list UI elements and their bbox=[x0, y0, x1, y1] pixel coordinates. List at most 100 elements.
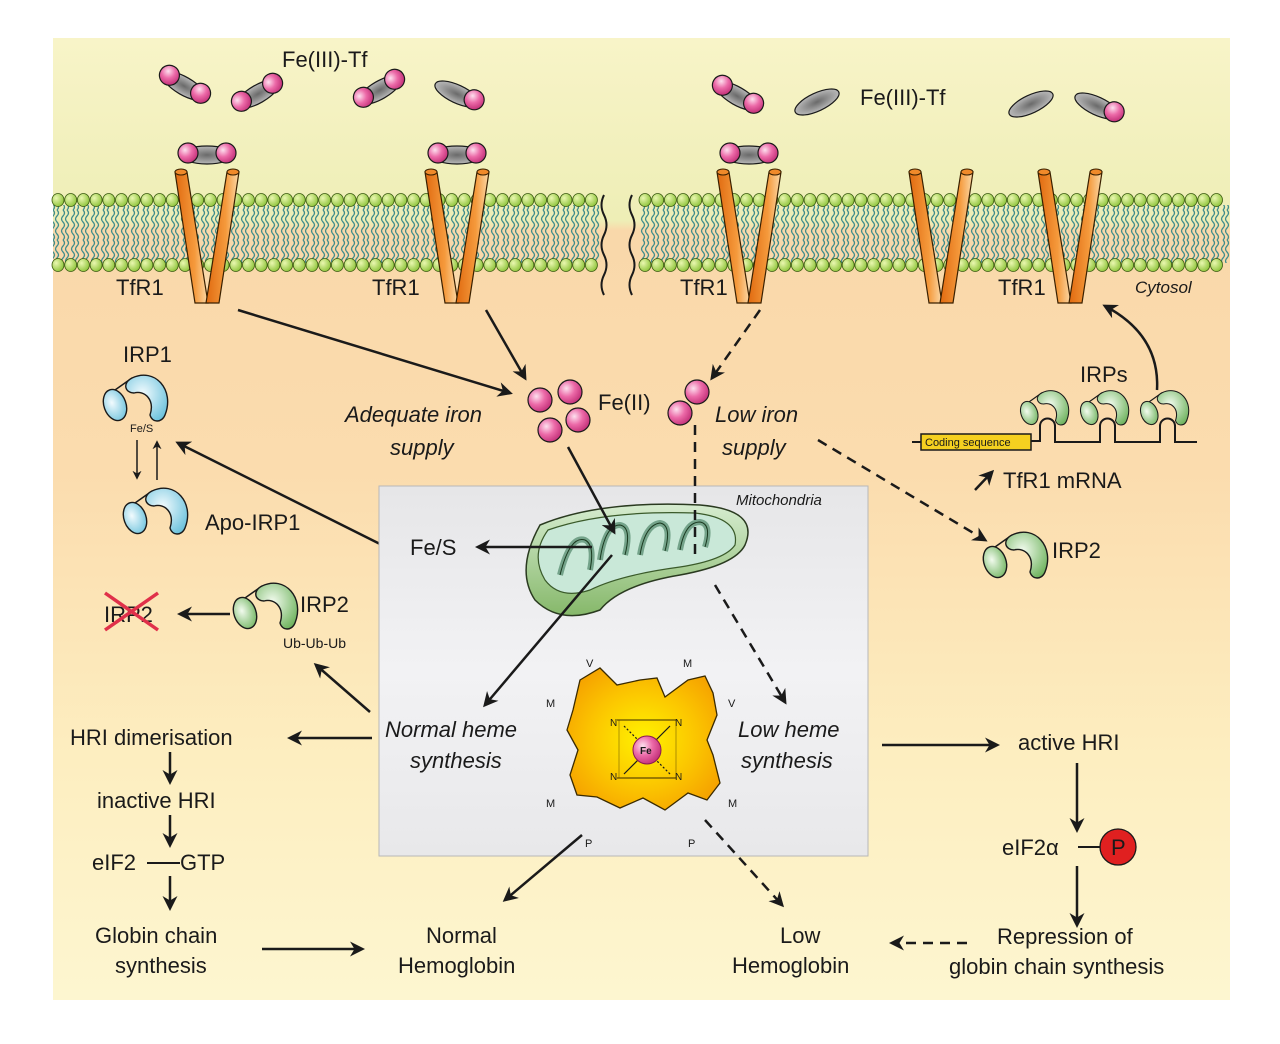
lipid-head bbox=[521, 258, 535, 272]
fe2-iron-ion bbox=[527, 387, 553, 413]
phosphate-icon bbox=[1099, 828, 1137, 866]
lipid-head bbox=[1197, 258, 1211, 272]
heme-p-label-2: P bbox=[688, 838, 695, 850]
lipid-head bbox=[559, 258, 573, 272]
normal-heme-label-line1: Normal heme bbox=[385, 717, 517, 742]
lipid-head bbox=[867, 258, 880, 272]
heme-molecule: Fe N N N N V M M V M M P P bbox=[546, 658, 737, 850]
lipid-head bbox=[651, 193, 665, 207]
lipid-head bbox=[841, 193, 855, 207]
lipid-head bbox=[153, 193, 167, 207]
heme-m-label-3: M bbox=[546, 798, 555, 810]
lipid-head bbox=[407, 193, 421, 207]
lipid-head bbox=[816, 193, 830, 207]
lipid-head bbox=[457, 193, 471, 207]
lipid-head bbox=[1197, 193, 1211, 207]
lipid-head bbox=[203, 193, 217, 207]
globin-chain-label-line2: synthesis bbox=[115, 953, 207, 978]
low-iron-label-line2: supply bbox=[722, 435, 788, 460]
lipid-head bbox=[854, 258, 868, 272]
lipid-head bbox=[829, 258, 842, 272]
lipid-head bbox=[496, 193, 509, 207]
lipid-head bbox=[905, 258, 919, 272]
lipid-head bbox=[892, 193, 906, 207]
lipid-head bbox=[394, 258, 408, 272]
iron-ion bbox=[230, 90, 253, 112]
lipid-head bbox=[51, 258, 65, 272]
arrow-tfr1-mrna-up bbox=[974, 469, 995, 491]
lipid-head bbox=[280, 258, 294, 272]
repression-label-line2: globin chain synthesis bbox=[949, 954, 1164, 979]
low-hb-label-line1: Low bbox=[780, 923, 820, 948]
lipid-head bbox=[64, 258, 78, 272]
lipid-head bbox=[51, 193, 65, 207]
lipid-head bbox=[559, 193, 573, 207]
lipid-head bbox=[572, 193, 586, 207]
lipid-head bbox=[994, 258, 1007, 272]
lipid-head bbox=[981, 193, 995, 207]
iron-ion bbox=[352, 86, 375, 108]
low-heme-label-line1: Low heme bbox=[738, 717, 840, 742]
lipid-head bbox=[1184, 193, 1198, 207]
phosphate-label: P bbox=[1111, 835, 1126, 860]
eif2-label: eIF2 bbox=[92, 850, 136, 875]
transferrin-molecule bbox=[158, 64, 212, 104]
lipid-head bbox=[280, 193, 294, 207]
lipid-head bbox=[879, 193, 893, 207]
low-iron-label-line1: Low iron bbox=[715, 402, 798, 427]
lipid-head bbox=[1006, 258, 1020, 272]
heme-v-label-2: V bbox=[728, 698, 736, 710]
arrow-tfr1-to-iron-3-dashed bbox=[710, 309, 762, 381]
heme-p-label-1: P bbox=[585, 838, 592, 850]
transferrin-molecule bbox=[1008, 90, 1054, 118]
lipid-head bbox=[1146, 193, 1160, 207]
lipid-head bbox=[1172, 258, 1185, 272]
lipid-head bbox=[841, 258, 855, 272]
lipid-head bbox=[419, 258, 433, 272]
tfr1-label-2: TfR1 bbox=[372, 275, 420, 300]
lipid-head bbox=[585, 258, 598, 272]
heme-m-label-1: M bbox=[683, 658, 692, 670]
lipid-head bbox=[829, 193, 842, 207]
lipid-head bbox=[1019, 258, 1033, 272]
arrow-heme-to-normal-hb bbox=[502, 834, 583, 902]
heme-n-label-4: N bbox=[675, 772, 682, 783]
apo-irp1-protein bbox=[122, 487, 189, 535]
lipid-head bbox=[689, 193, 703, 207]
active-hri-label: active HRI bbox=[1018, 730, 1119, 755]
tfr1-receptor bbox=[716, 168, 782, 304]
lipid-head bbox=[803, 193, 817, 207]
normal-hb-label-line1: Normal bbox=[426, 923, 497, 948]
arrow-heme-to-low-hb-dashed bbox=[704, 819, 785, 908]
iron-ion bbox=[189, 82, 212, 104]
lipid-head bbox=[968, 258, 982, 272]
tfr1-receptor bbox=[1037, 168, 1103, 304]
lipid-head bbox=[191, 193, 205, 207]
arrow-tfr1-to-iron-1 bbox=[237, 308, 513, 397]
lipid-head bbox=[242, 193, 255, 207]
iron-ion bbox=[465, 142, 487, 164]
lipid-head bbox=[1133, 258, 1147, 272]
cross-mark-icon bbox=[103, 591, 160, 632]
tfr1-label-4: TfR1 bbox=[998, 275, 1046, 300]
lipid-head bbox=[1184, 258, 1198, 272]
lipid-head bbox=[356, 193, 370, 207]
lipid-head bbox=[305, 193, 319, 207]
lipid-head bbox=[102, 258, 116, 272]
tfr1-mrna-label: TfR1 mRNA bbox=[1003, 468, 1122, 493]
arrow-irps-to-tfr1 bbox=[1102, 304, 1159, 391]
lipid-head bbox=[664, 193, 677, 207]
lipid-head bbox=[115, 258, 128, 272]
ubiquitin-chain-label: Ub-Ub-Ub bbox=[283, 635, 346, 651]
lipid-head bbox=[229, 258, 243, 272]
lipid-head bbox=[77, 193, 90, 207]
lipid-head bbox=[77, 258, 90, 272]
iron-ion bbox=[757, 142, 779, 164]
lipid-head bbox=[1057, 193, 1071, 207]
transferrin-molecule bbox=[711, 74, 765, 114]
irps-bound-to-mrna bbox=[1019, 390, 1190, 426]
heme-n-label-3: N bbox=[610, 772, 617, 783]
lipid-head bbox=[89, 193, 103, 207]
tfr1-mrna: Coding sequence bbox=[912, 417, 1197, 451]
arrow-iron-into-mitochondria bbox=[566, 446, 616, 535]
